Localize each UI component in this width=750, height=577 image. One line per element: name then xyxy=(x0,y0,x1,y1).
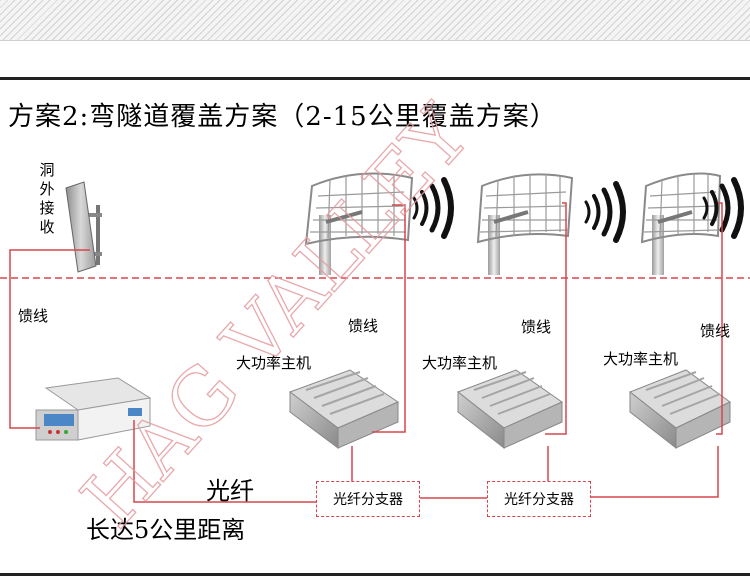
host-unit-1 xyxy=(288,369,400,449)
page-title: 方案2:弯隧道覆盖方案（2-15公里覆盖方案） xyxy=(8,102,557,132)
grid-antenna-1 xyxy=(304,172,414,275)
feeder-line-1 xyxy=(372,204,406,433)
fiber-line-main xyxy=(133,420,318,503)
fiber-splitter-1: 光纤分支器 xyxy=(316,481,420,517)
feeder-label-3: 馈线 xyxy=(700,322,731,340)
link-lines xyxy=(9,202,723,503)
header-hatch-band xyxy=(0,0,750,41)
grid-antenna-2 xyxy=(476,173,574,275)
host-label-3: 大功率主机 xyxy=(603,350,679,368)
host-unit-2 xyxy=(456,369,564,450)
feeder-label-2: 馈线 xyxy=(521,318,552,336)
fiber-splitter-2: 光纤分支器 xyxy=(487,481,591,517)
bottom-rule xyxy=(0,573,750,576)
distance-label: 长达5公里距离 xyxy=(86,516,246,544)
feeder-label-outside: 馈线 xyxy=(18,307,49,325)
signal-waves-2 xyxy=(584,181,626,243)
top-rule xyxy=(0,77,750,80)
fiber-optic-transceiver xyxy=(35,377,152,441)
feeder-label-1: 馈线 xyxy=(348,317,379,335)
signal-waves-1 xyxy=(412,177,454,239)
signal-waves-3 xyxy=(702,177,744,239)
grid-antenna-3 xyxy=(640,172,722,275)
host-label-1: 大功率主机 xyxy=(236,354,312,372)
host-unit-3 xyxy=(629,369,731,450)
feeder-line-outside xyxy=(9,249,90,429)
feeder-line-2 xyxy=(545,202,567,435)
fiber-line-3 xyxy=(591,446,719,498)
fiber-label: 光纤 xyxy=(206,477,254,505)
outside-antenna-label: 洞外接收 xyxy=(39,161,55,236)
host-label-2: 大功率主机 xyxy=(422,354,498,372)
panel-antenna xyxy=(65,181,102,273)
feeder-line-3 xyxy=(716,202,723,435)
